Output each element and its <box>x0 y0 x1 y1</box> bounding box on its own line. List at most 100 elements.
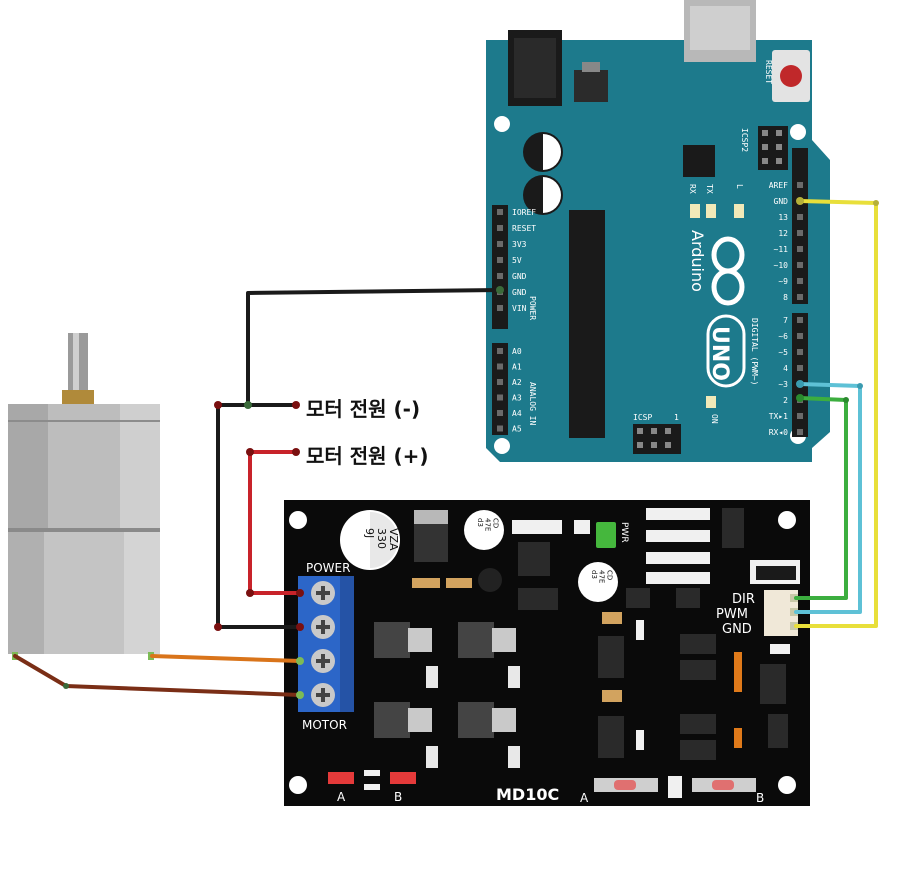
header-pin[interactable] <box>797 333 803 339</box>
rx-label: RX <box>688 184 697 194</box>
dir-label: DIR <box>732 592 755 607</box>
mount-hole <box>289 776 307 794</box>
reset-label: RESET <box>764 60 773 84</box>
voltage-regulator <box>574 70 608 102</box>
header-pin[interactable] <box>497 273 503 279</box>
capacitor-text: 330 <box>375 528 388 549</box>
pin-label: A0 <box>512 347 522 356</box>
pwr-led-label: PWR <box>619 522 629 543</box>
led-b-label: B <box>394 790 402 804</box>
analog-header-title: ANALOG IN <box>528 382 537 426</box>
header-pin[interactable] <box>797 349 803 355</box>
small-capacitor-1 <box>464 510 504 550</box>
pin-label: 2 <box>783 396 788 405</box>
arduino-logo <box>711 236 745 306</box>
capacitor-text: CD <box>491 518 499 528</box>
header-pin[interactable] <box>497 410 503 416</box>
capacitor-text: 9J <box>363 528 376 538</box>
header-pin[interactable] <box>797 429 803 435</box>
pin-label: 7 <box>783 316 788 325</box>
capacitor-text: CD <box>605 570 613 580</box>
wire-green-dir <box>794 396 848 600</box>
l-led <box>734 204 744 218</box>
rx-led <box>690 204 700 218</box>
gnd-label: GND <box>722 622 752 637</box>
wire-black-driver-neg <box>216 403 302 629</box>
header-pin[interactable] <box>497 379 503 385</box>
digital-header-bottom <box>792 313 808 437</box>
motor-bushing <box>62 390 94 404</box>
pin-label: VIN <box>512 304 527 313</box>
wire-nodes <box>63 197 879 699</box>
pin-label: 3V3 <box>512 240 527 249</box>
mount-hole <box>778 776 796 794</box>
on-label: ON <box>710 414 719 424</box>
pin-label: 5V <box>512 256 522 265</box>
header-pin[interactable] <box>497 394 503 401</box>
header-pin[interactable] <box>497 225 503 231</box>
header-pin[interactable] <box>497 241 503 247</box>
header-pin[interactable] <box>497 363 503 370</box>
digital-header-top <box>792 148 808 304</box>
power-header-title: POWER <box>528 296 537 320</box>
mount-hole <box>778 511 796 529</box>
pin-label: A1 <box>512 363 522 372</box>
header-pin[interactable] <box>797 214 803 220</box>
pwm-label: PWM <box>716 607 748 622</box>
pin-label: ~3 <box>778 380 788 389</box>
icsp2-label: ICSP2 <box>740 128 749 152</box>
header-pin[interactable] <box>797 365 803 371</box>
board-name: UNO <box>707 326 732 381</box>
large-capacitor-label: 9J330VZA <box>363 528 400 551</box>
wire-black-arduino-gnd <box>246 288 502 407</box>
header-pin[interactable] <box>797 278 803 284</box>
driver-regulator <box>414 524 448 562</box>
capacitor-text: d3 <box>590 570 598 579</box>
header-pin[interactable] <box>797 246 803 252</box>
header-pin[interactable] <box>497 425 503 432</box>
pin-label: AREF <box>769 181 788 190</box>
capacitor-text: 47E <box>598 570 606 583</box>
motor-shaft-highlight <box>73 333 79 391</box>
header-pin[interactable] <box>797 317 803 323</box>
header-pin[interactable] <box>797 230 803 236</box>
power-header <box>492 205 508 329</box>
icsp-pin1-label: 1 <box>674 413 679 422</box>
wire-yellow-gnd <box>794 199 878 628</box>
analog-header <box>492 343 508 435</box>
svg-text:d347ECD: d347ECD <box>476 518 499 531</box>
pin-label: 13 <box>778 213 788 222</box>
header-pin[interactable] <box>797 413 803 419</box>
pin-label: GND <box>512 272 527 281</box>
header-pin[interactable] <box>497 348 503 354</box>
capacitor-text: d3 <box>476 518 484 527</box>
motor-power-positive-label: 모터 전원 (+) <box>306 444 429 468</box>
header-pin[interactable] <box>797 182 803 188</box>
header-pin[interactable] <box>497 305 503 311</box>
pin-label: ~9 <box>778 277 788 286</box>
icsp-label: ICSP <box>633 413 652 422</box>
pin-label: ~5 <box>778 348 788 357</box>
icsp2-header <box>758 126 788 170</box>
small-capacitor-2 <box>578 562 618 602</box>
pin-label: TX▸1 <box>769 412 788 421</box>
header-pin[interactable] <box>797 262 803 268</box>
wire-cyan-pwm <box>794 382 862 614</box>
power-label: POWER <box>306 561 350 575</box>
header-pin[interactable] <box>797 294 803 300</box>
atmega-chip <box>569 210 605 438</box>
arduino-brand: Arduino <box>688 230 707 292</box>
header-pin[interactable] <box>497 209 503 215</box>
pin-label: ~6 <box>778 332 788 341</box>
header-pin[interactable] <box>497 257 503 263</box>
pin-label: ~10 <box>774 261 789 270</box>
terminal-screws <box>311 581 335 707</box>
wire-orange-motor <box>150 654 302 663</box>
on-led <box>706 396 716 408</box>
pin-label: A5 <box>512 425 522 434</box>
pin-label: GND <box>512 288 527 297</box>
icsp-header <box>633 424 681 454</box>
pin-label: A2 <box>512 378 522 387</box>
